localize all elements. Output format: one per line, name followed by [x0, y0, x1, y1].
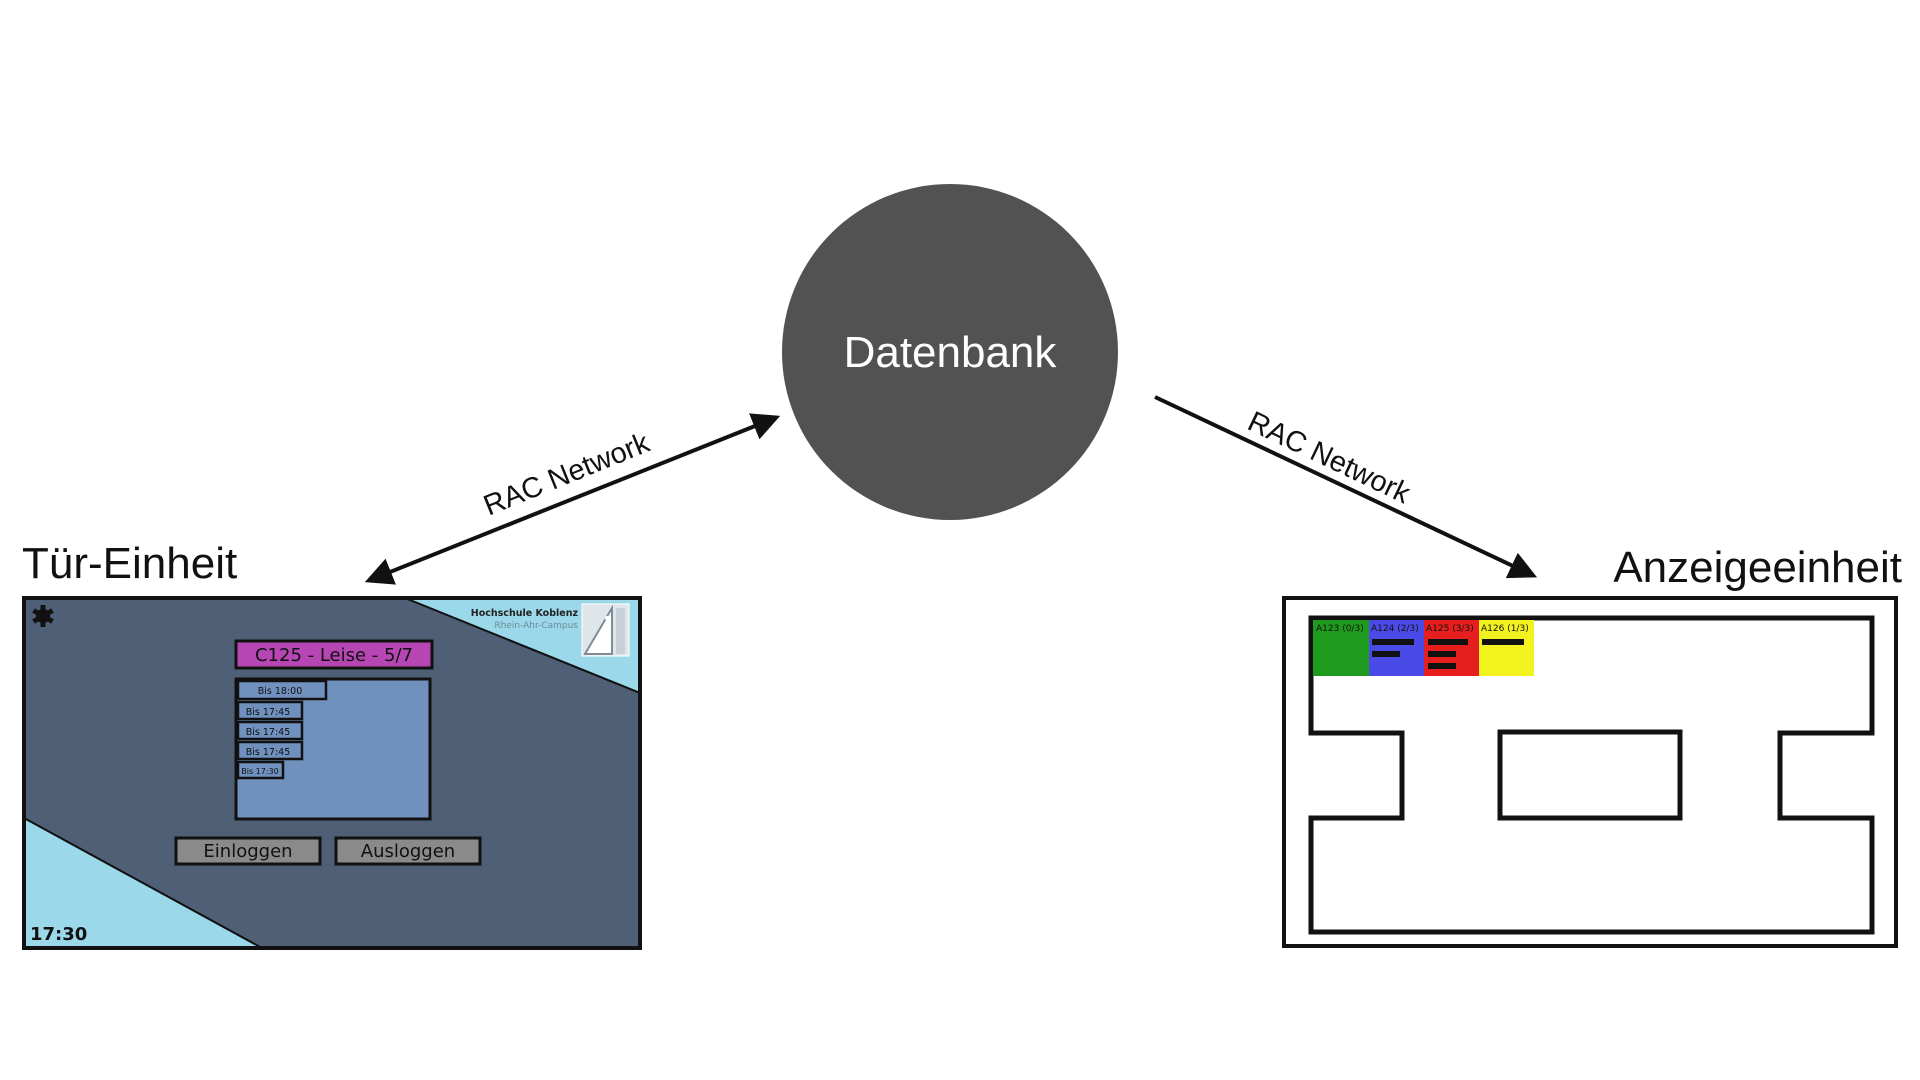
right-connection-label: RAC Network: [1243, 406, 1416, 511]
right-connection: RAC Network: [1154, 395, 1538, 579]
right-arrow: [1154, 395, 1538, 579]
logout-button[interactable]: Ausloggen: [334, 836, 482, 866]
database-circle: [782, 184, 1118, 520]
display-unit-title: Anzeigeeinheit: [1613, 543, 1902, 592]
booking-entry: Bis 18:00: [236, 679, 328, 701]
room-status-tile: A123 (0/3): [1313, 620, 1369, 676]
room-status-tile: A124 (2/3): [1369, 620, 1424, 676]
logo-line-1: Hochschule Koblenz: [471, 608, 579, 619]
university-logo: Hochschule Koblenz Rhein-Ahr-Campus: [471, 603, 630, 657]
svg-text:Bis 18:00: Bis 18:00: [258, 686, 303, 697]
login-button-label: Einloggen: [203, 841, 292, 862]
svg-text:Bis 17:45: Bis 17:45: [246, 747, 291, 758]
room-status-tile: A126 (1/3): [1479, 620, 1534, 676]
svg-text:Bis 17:45: Bis 17:45: [246, 707, 291, 718]
left-arrow: [364, 413, 781, 585]
database-label: Datenbank: [844, 328, 1058, 377]
booking-entry: Bis 17:45: [236, 740, 304, 761]
booking-entry: Bis 17:30: [236, 760, 285, 780]
clock: 17:30: [30, 924, 87, 945]
logout-button-label: Ausloggen: [361, 841, 455, 862]
display-unit: Anzeigeeinheit A123 (0/3) A124 (2/3) A12…: [1282, 543, 1902, 948]
booking-entry: Bis 17:45: [236, 720, 304, 741]
booking-entry: Bis 17:45: [236, 700, 304, 721]
svg-text:A126 (1/3): A126 (1/3): [1481, 624, 1529, 634]
svg-text:Bis 17:30: Bis 17:30: [241, 767, 278, 776]
floor-plan: [1308, 615, 1875, 935]
database-node: Datenbank: [782, 184, 1118, 520]
floor-plan-center-block: [1497, 729, 1683, 821]
login-button[interactable]: Einloggen: [174, 836, 322, 866]
logo-line-2: Rhein-Ahr-Campus: [494, 621, 578, 631]
svg-text:A125 (3/3): A125 (3/3): [1426, 624, 1474, 634]
svg-text:Bis 17:45: Bis 17:45: [246, 727, 291, 738]
door-unit: Tür-Einheit Hochschule Koblenz Rhein-Ahr…: [22, 539, 642, 950]
door-unit-title: Tür-Einheit: [22, 539, 237, 588]
svg-text:A124 (2/3): A124 (2/3): [1371, 624, 1419, 634]
door-screen-frame: [22, 596, 642, 950]
room-status-tile: A125 (3/3): [1424, 620, 1479, 676]
room-banner-text: C125 - Leise - 5/7: [255, 645, 413, 666]
room-banner-box: [234, 639, 434, 670]
gear-icon[interactable]: [32, 605, 54, 627]
room-banner: C125 - Leise - 5/7: [234, 639, 434, 670]
svg-text:A123 (0/3): A123 (0/3): [1316, 624, 1364, 634]
left-connection: RAC Network: [364, 413, 781, 585]
